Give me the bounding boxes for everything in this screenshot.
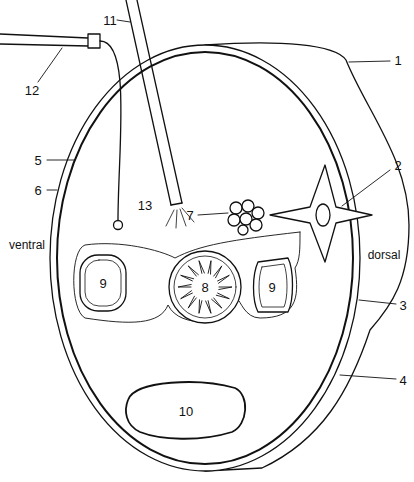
callout-number: 13 [138, 199, 152, 212]
callout-number: 10 [179, 405, 193, 418]
mesentery [74, 232, 300, 322]
vertebra [270, 165, 372, 262]
orientation-label: dorsal [368, 249, 401, 261]
endoscope [126, 0, 182, 205]
needle [0, 34, 88, 46]
vessel [254, 258, 293, 312]
intestine [169, 251, 241, 323]
light-rays [166, 208, 194, 228]
callout-number: 4 [399, 374, 406, 387]
body-wall [50, 45, 360, 471]
peritoneum [57, 52, 353, 464]
vessel [80, 255, 126, 311]
callout-number: 5 [34, 154, 41, 167]
callout-number: 2 [394, 159, 401, 172]
probe-wire [100, 41, 121, 220]
callout-number: 9 [99, 277, 106, 290]
callout-number: 9 [268, 281, 275, 294]
callout-number: 6 [34, 184, 41, 197]
leader-line [38, 20, 396, 379]
callout-number: 12 [25, 84, 39, 97]
callout-number: 8 [201, 281, 208, 294]
callout-number: 3 [399, 299, 406, 312]
callout-number: 7 [186, 209, 193, 222]
cannula [88, 34, 100, 48]
orientation-label: ventral [9, 239, 45, 251]
kidney [126, 382, 245, 439]
spinal-cord [316, 204, 330, 226]
callout-number: 1 [394, 54, 401, 67]
lymph-nodes [228, 200, 264, 235]
callout-number: 11 [103, 14, 117, 27]
